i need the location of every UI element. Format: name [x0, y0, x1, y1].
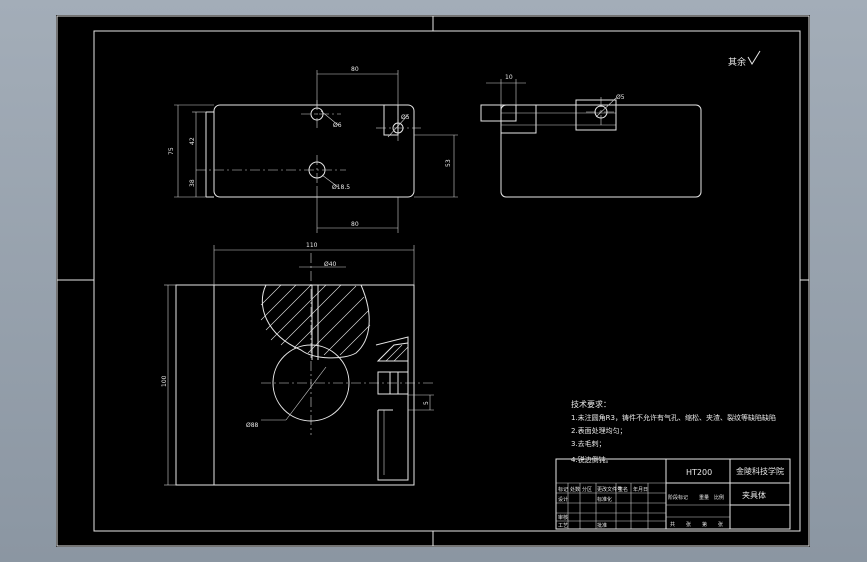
tb-nth-label: 第: [702, 521, 707, 528]
dim-top-left-a: 75: [168, 147, 175, 155]
dim-top-right: 53: [445, 159, 452, 167]
dim-plan-height: 100: [161, 375, 168, 387]
dim-plan-circle: Ø88: [246, 422, 259, 429]
tb-sheet-label-1: 张: [686, 521, 691, 528]
tb-row2-col4: 标准化: [597, 496, 612, 503]
tb-total-label: 共: [670, 521, 675, 528]
tb-row3-col1: 审核: [558, 514, 568, 521]
roughness-note: 其余: [728, 56, 746, 68]
tb-row1-col6: 年月日: [633, 486, 648, 493]
dim-top-left-c: 38: [189, 179, 196, 187]
dim-top-width: 80: [351, 66, 359, 73]
roughness-symbol-icon: [747, 50, 761, 65]
tb-scale-label: 比例: [714, 494, 724, 501]
dim-side-top: 10: [505, 74, 513, 81]
front-view: Ø6 Ø5 Ø18.5 80 80 75: [168, 66, 458, 233]
drawing-canvas: 其余 Ø6: [56, 15, 810, 547]
dim-plan-width: 110: [306, 242, 318, 249]
tb-row1-col3: 分区: [582, 486, 592, 493]
plan-view: Ø88 110 Ø40 10: [161, 242, 436, 486]
front-view-outline: [213, 104, 415, 198]
tb-row4-col4: 批准: [597, 522, 607, 529]
title-block: 标记 处数 分区 更改文件号 签名 年月日 设计 标准化 审核 工艺 批准 HT…: [555, 458, 791, 530]
tb-sheet-label-2: 张: [718, 521, 723, 528]
dim-plan-small: 5: [423, 401, 430, 405]
tb-stage-label: 阶段标记: [668, 494, 688, 501]
material-label: HT200: [686, 468, 712, 477]
dim-plan-bore: Ø40: [324, 261, 337, 268]
dim-top-bottom: 80: [351, 221, 359, 228]
plan-hatch-lines: [260, 284, 371, 356]
tb-row4-col1: 工艺: [558, 523, 568, 529]
dim-top-hole-b: Ø5: [401, 114, 410, 121]
school-name: 金陵科技学院: [736, 466, 784, 476]
tech-item-1: 1.未注圆角R3，铸件不允许有气孔、缩松、夹渣、裂纹等缺陷缺陷: [571, 413, 776, 422]
title-block-frame: [555, 458, 791, 530]
tb-row1-col1: 标记: [558, 486, 568, 493]
drawing-frame: [93, 30, 801, 532]
side-view: Ø5 10: [480, 74, 702, 198]
part-name: 夹具体: [742, 490, 766, 500]
tb-weight-label: 重量: [699, 494, 709, 501]
tb-row1-col5: 签名: [618, 486, 628, 493]
dim-top-left-b: 42: [189, 137, 196, 145]
tech-item-2: 2.表面处理均匀；: [571, 426, 627, 435]
plan-hatched-section: [261, 284, 370, 359]
sheet-border: [56, 15, 810, 547]
tech-requirements: 技术要求： 1.未注圆角R3，铸件不允许有气孔、缩松、夹渣、裂纹等缺陷缺陷 2.…: [571, 399, 776, 464]
tb-row1-col2: 处数: [570, 486, 580, 493]
tb-row1-col4: 更改文件号: [597, 486, 622, 493]
drawing-sheet: 其余 Ø6: [56, 15, 810, 547]
tech-item-3: 3.去毛刺；: [571, 439, 606, 448]
tb-row2-col1: 设计: [558, 496, 568, 503]
dim-side-hole: Ø5: [616, 94, 625, 101]
dim-top-hole-c: Ø18.5: [332, 184, 350, 191]
tech-title: 技术要求：: [571, 399, 611, 409]
dim-top-hole-a: Ø6: [333, 122, 342, 129]
